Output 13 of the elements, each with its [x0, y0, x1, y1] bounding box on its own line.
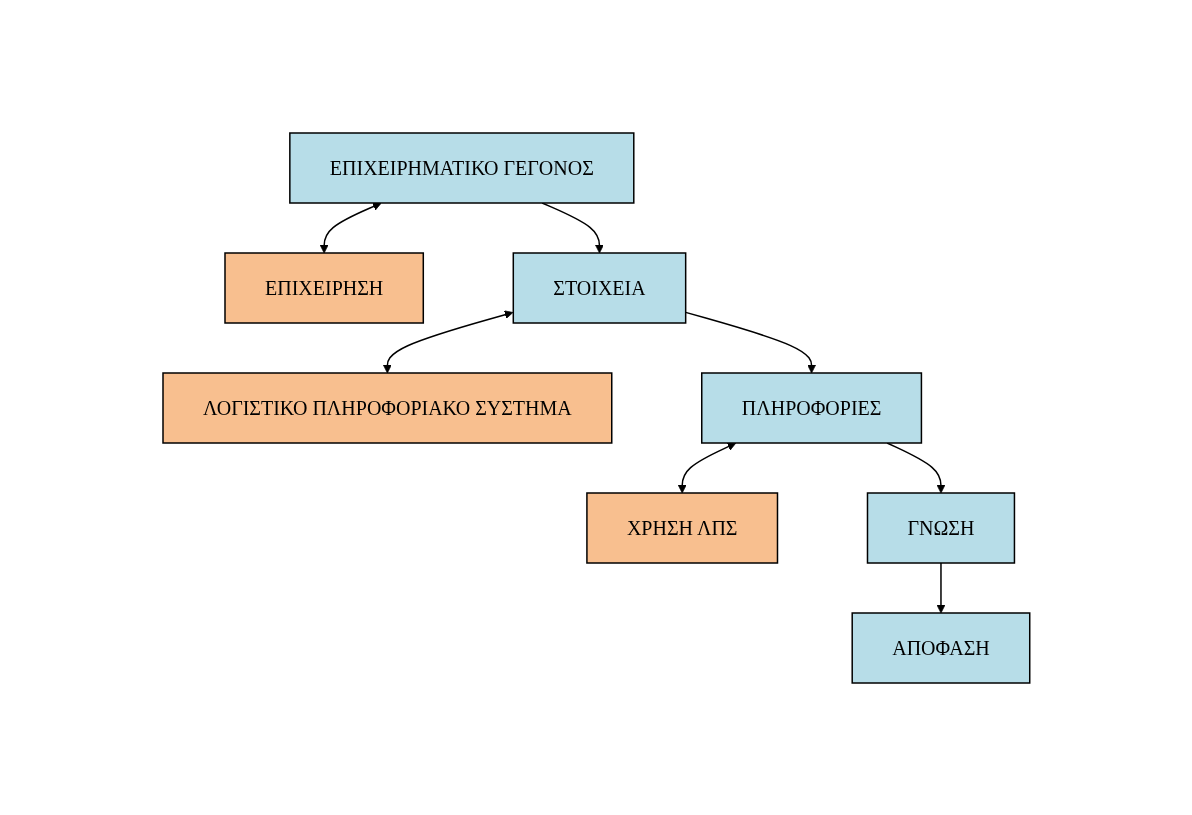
node-box: ΑΠΟΦΑΣΗ: [851, 611, 1031, 684]
node-box: ΓΝΩΣΗ: [866, 491, 1015, 564]
node-box: ΧΡΗΣΗ ΛΠΣ: [585, 491, 778, 564]
node-box: ΕΠΙΧΕΙΡΗΣΗ: [223, 251, 424, 324]
arrow: [319, 201, 382, 253]
node-box: ΣΤΟΙΧΕΙΑ: [512, 251, 687, 324]
arrow: [936, 561, 945, 613]
node-box: ΛΟΓΙΣΤΙΚΟ ΠΛΗΡΟΦΟΡΙΑΚΟ ΣΥΣΤΗΜΑ: [161, 371, 613, 444]
arrow: [382, 309, 513, 373]
node-box: ΕΠΙΧΕΙΡΗΜΑΤΙΚΟ ΓΕΓΟΝΟΣ: [288, 131, 635, 204]
node-box: ΠΛΗΡΟΦΟΡΙΕΣ: [700, 371, 922, 444]
arrow: [677, 442, 736, 493]
arrow: [541, 201, 604, 253]
